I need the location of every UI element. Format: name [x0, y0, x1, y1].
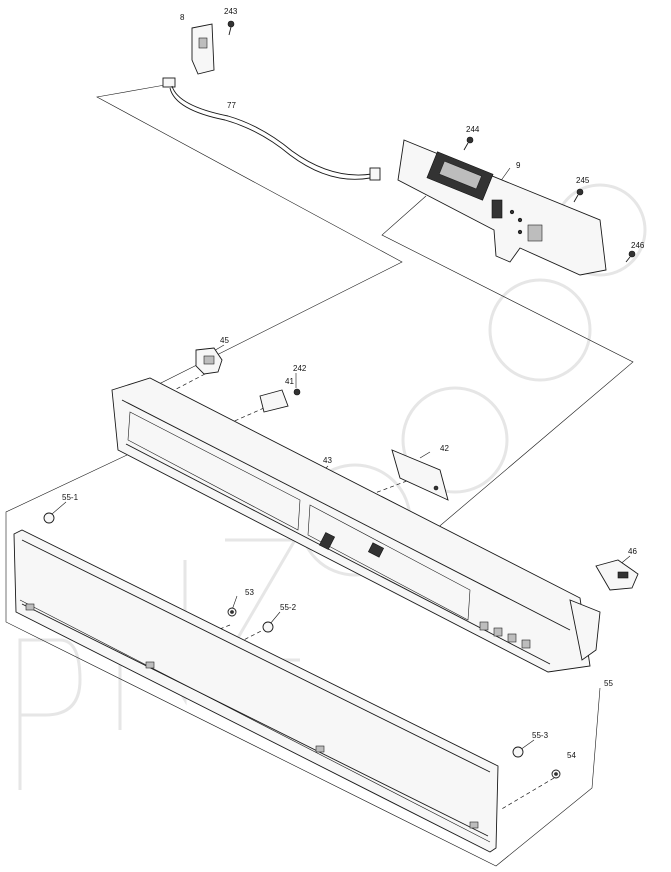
- part-43-chassis: [111, 377, 601, 673]
- part-41-bracket: [259, 388, 301, 413]
- part-55-front-panel: [13, 529, 499, 853]
- label-53: 53: [245, 588, 254, 597]
- label-43: 43: [323, 456, 332, 465]
- part-55-3-cap: [512, 746, 524, 758]
- part-55-1-cap: [43, 512, 55, 524]
- part-53-screw: [227, 607, 237, 617]
- part-46-button: [595, 559, 639, 591]
- label-41: 41: [285, 377, 294, 386]
- part-labels: 8 243 77 244 9 245 246 45 242 41 42 43 5…: [62, 7, 645, 760]
- part-54-screw: [551, 769, 561, 779]
- label-77: 77: [227, 101, 236, 110]
- label-46: 46: [628, 547, 637, 556]
- label-243: 243: [224, 7, 238, 16]
- label-245: 245: [576, 176, 590, 185]
- label-42: 42: [440, 444, 449, 453]
- label-55-2: 55-2: [280, 603, 297, 612]
- label-9: 9: [516, 161, 521, 170]
- label-55: 55: [604, 679, 613, 688]
- part-77-cable: [162, 77, 381, 181]
- label-45: 45: [220, 336, 229, 345]
- label-246: 246: [631, 241, 645, 250]
- part-42-plate: [391, 449, 449, 501]
- label-8: 8: [180, 13, 185, 22]
- label-242: 242: [293, 364, 307, 373]
- label-55-3: 55-3: [532, 731, 549, 740]
- label-54: 54: [567, 751, 576, 760]
- part-8-bracket: [191, 20, 235, 75]
- part-9-circuit-board: [397, 136, 636, 276]
- part-45-clip: [195, 347, 223, 375]
- label-55-1: 55-1: [62, 493, 79, 502]
- part-55-2-cap: [262, 621, 274, 633]
- label-244: 244: [466, 125, 480, 134]
